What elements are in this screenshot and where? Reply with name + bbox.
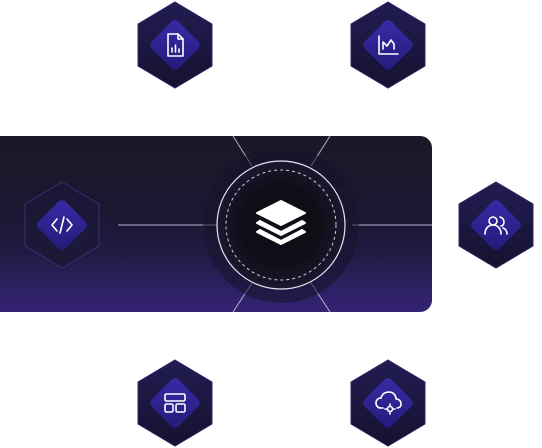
layout-grid-icon bbox=[164, 393, 186, 413]
hub bbox=[203, 147, 359, 303]
cloud-settings-icon bbox=[375, 391, 402, 415]
line-chart-icon bbox=[378, 35, 399, 55]
node-cloud[interactable] bbox=[350, 359, 426, 447]
node-users[interactable] bbox=[458, 181, 534, 269]
node-report[interactable] bbox=[137, 1, 213, 89]
diamond-shape bbox=[363, 378, 413, 428]
users-icon bbox=[484, 216, 508, 235]
code-brackets-icon bbox=[51, 216, 73, 234]
hub-ring-dashed bbox=[225, 169, 337, 281]
node-analytics[interactable] bbox=[350, 1, 426, 89]
stacked-layers-icon bbox=[256, 200, 306, 245]
diamond-shape bbox=[150, 378, 200, 428]
node-code[interactable] bbox=[24, 181, 100, 269]
document-chart-icon bbox=[167, 33, 184, 57]
node-layout[interactable] bbox=[137, 359, 213, 447]
